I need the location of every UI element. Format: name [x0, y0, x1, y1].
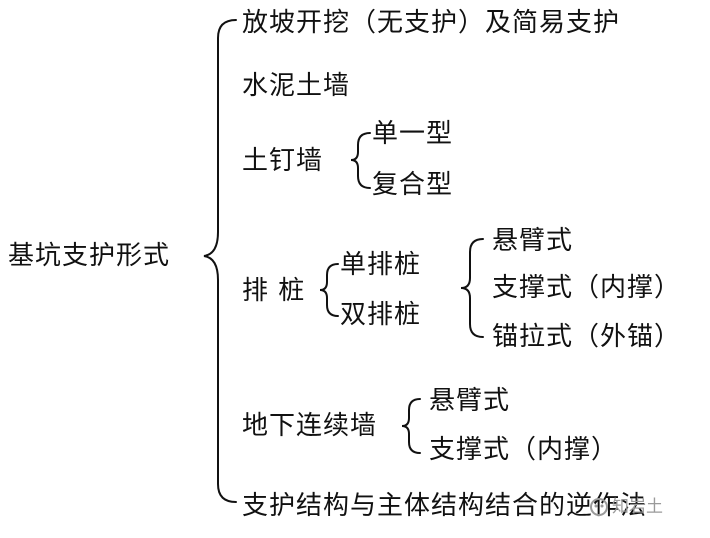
main-brace	[203, 19, 237, 503]
pile-support-brace	[460, 238, 484, 338]
soil-nail-type-single: 单一型	[372, 119, 454, 149]
wall-support-strutted: 支撑式（内撑）	[429, 435, 619, 465]
wall-support-cantilever: 悬臂式	[429, 386, 511, 416]
soil-nail-type-composite: 复合型	[372, 170, 454, 200]
method-soil-nail: 土钉墙	[242, 146, 324, 176]
root-label: 基坑支护形式	[8, 241, 171, 271]
method-diaphragm-wall: 地下连续墙	[242, 411, 378, 441]
soil-nail-brace	[350, 132, 371, 189]
pile-row-double: 双排桩	[340, 300, 422, 330]
pile-support-cantilever: 悬臂式	[492, 226, 574, 256]
pile-row-single: 单排桩	[340, 250, 422, 280]
pile-row-brace	[319, 263, 339, 317]
method-cement-wall: 水泥土墙	[242, 71, 351, 101]
method-slope: 放坡开挖（无支护）及简易支护	[242, 8, 621, 38]
method-combined: 支护结构与主体结构结合的逆作法	[242, 491, 648, 521]
watermark-logo-icon	[590, 498, 608, 516]
method-piles: 排 桩	[242, 276, 306, 306]
pile-support-anchored: 锚拉式（外锚）	[492, 322, 682, 352]
wall-brace	[401, 398, 421, 454]
watermark-text: 知岩土	[612, 497, 663, 517]
pile-support-strutted: 支撑式（内撑）	[492, 273, 682, 303]
